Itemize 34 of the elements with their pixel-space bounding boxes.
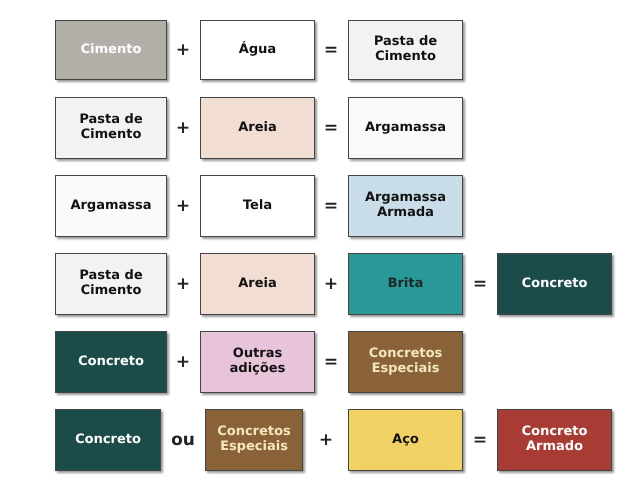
plus-sign: +	[324, 274, 338, 294]
equals-sign: =	[324, 352, 338, 372]
equals-sign: =	[472, 274, 488, 294]
material-box: Argamassa	[55, 175, 167, 237]
material-box: Aço	[348, 409, 463, 471]
material-box: Concreto Armado	[497, 409, 612, 471]
equals-sign: =	[472, 430, 488, 450]
equals-sign: =	[324, 196, 338, 216]
material-box: Tela	[200, 175, 315, 237]
material-box: Concretos Especiais	[348, 331, 463, 393]
equals-sign: =	[324, 40, 338, 60]
or-word: ou	[171, 430, 195, 450]
plus-sign: +	[176, 274, 190, 294]
material-box: Pasta de Cimento	[55, 97, 167, 159]
material-box: Brita	[348, 253, 463, 315]
material-box: Cimento	[55, 20, 167, 80]
plus-sign: +	[176, 352, 190, 372]
material-box: Argamassa	[348, 97, 463, 159]
material-box: Concretos Especiais	[205, 409, 303, 471]
material-box: Areia	[200, 97, 315, 159]
material-box: Concreto	[55, 331, 167, 393]
plus-sign: +	[318, 430, 334, 450]
material-box: Concreto	[497, 253, 612, 315]
plus-sign: +	[176, 196, 190, 216]
material-box: Água	[200, 20, 315, 80]
plus-sign: +	[176, 118, 190, 138]
material-box: Concreto	[55, 409, 161, 471]
equals-sign: =	[324, 118, 338, 138]
material-box: Pasta de Cimento	[55, 253, 167, 315]
material-box: Pasta de Cimento	[348, 20, 463, 80]
material-box: Outras adições	[200, 331, 315, 393]
material-box: Areia	[200, 253, 315, 315]
material-box: Argamassa Armada	[348, 175, 463, 237]
plus-sign: +	[176, 40, 190, 60]
